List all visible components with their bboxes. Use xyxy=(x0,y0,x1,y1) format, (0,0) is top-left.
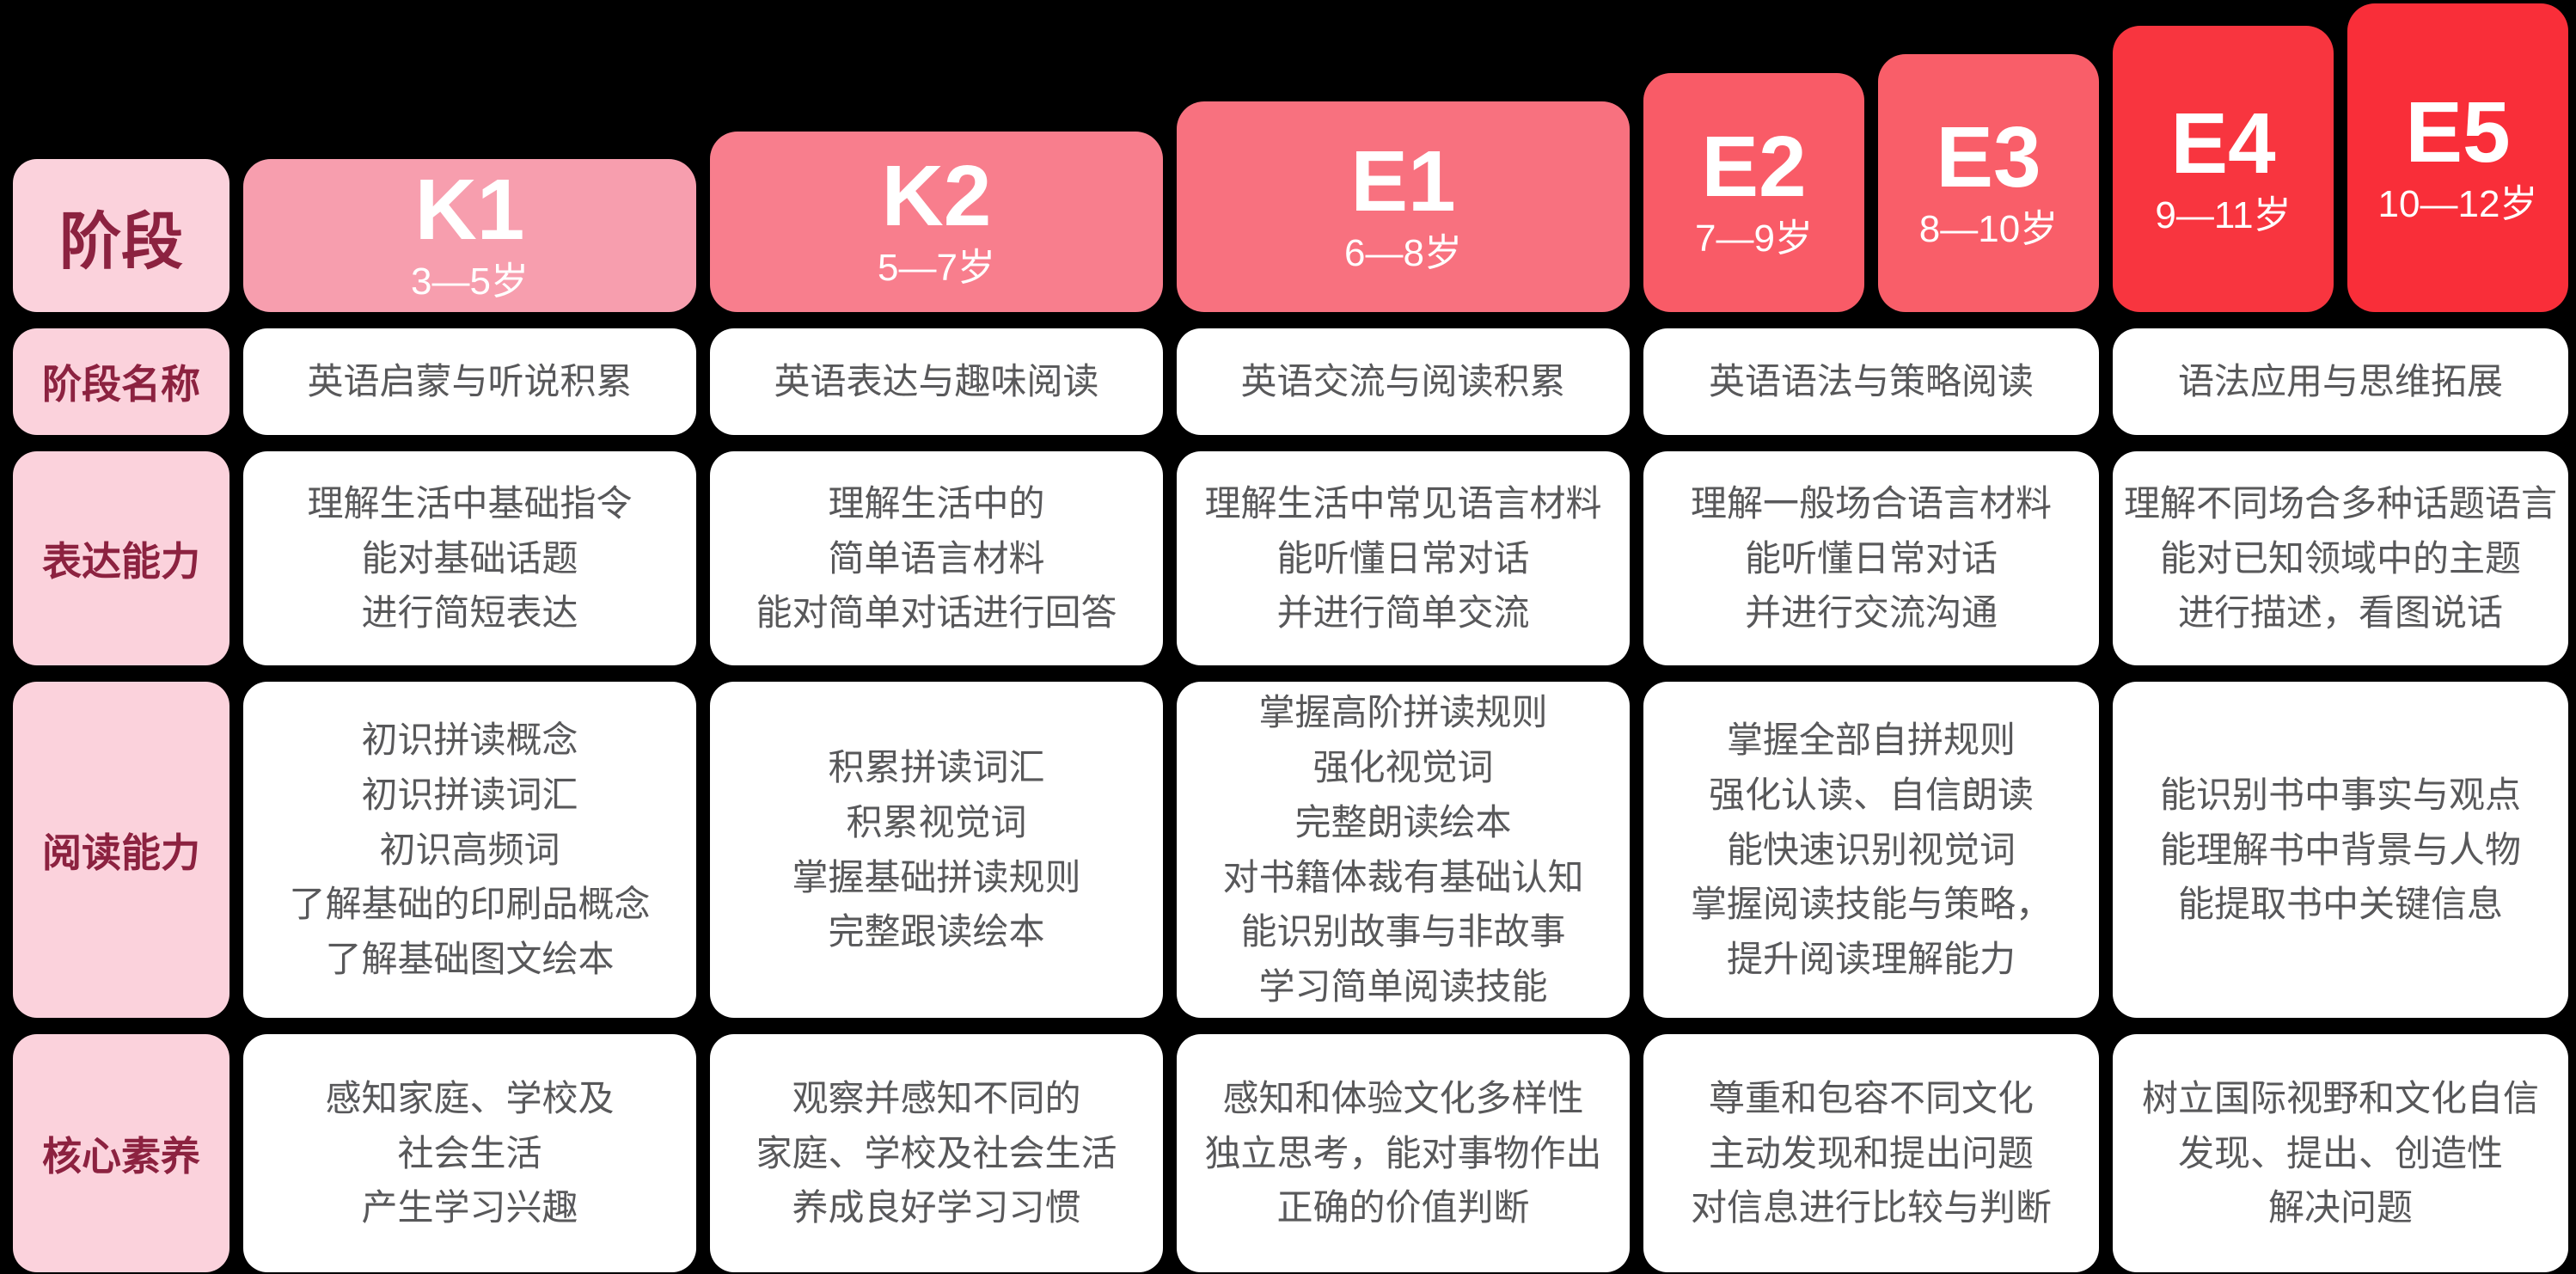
level-header-e4: E4 9—11岁 xyxy=(2113,26,2334,312)
cell-e2e3-reading: 掌握全部自拼规则 强化认读、自信朗读 能快速识别视觉词 掌握阅读技能与策略， 提… xyxy=(1643,682,2099,1018)
level-code: K1 xyxy=(414,162,525,259)
cell-k2-core: 观察并感知不同的 家庭、学校及社会生活 养成良好学习习惯 xyxy=(710,1034,1163,1272)
cell-e1-expression: 理解生活中常见语言材料 能听懂日常对话 并进行简单交流 xyxy=(1177,451,1630,665)
cell-k2-expression: 理解生活中的 简单语言材料 能对简单对话进行回答 xyxy=(710,451,1163,665)
level-code: E2 xyxy=(1701,119,1807,216)
level-header-k1: K1 3—5岁 xyxy=(243,159,696,312)
level-age: 9—11岁 xyxy=(2155,193,2291,236)
cell-k2-reading: 积累拼读词汇 积累视觉词 掌握基础拼读规则 完整跟读绘本 xyxy=(710,682,1163,1018)
level-code: E3 xyxy=(1936,109,2041,206)
cell-e1-core: 感知和体验文化多样性 独立思考，能对事物作出 正确的价值判断 xyxy=(1177,1034,1630,1272)
cell-k1-reading: 初识拼读概念 初识拼读词汇 初识高频词 了解基础的印刷品概念 了解基础图文绘本 xyxy=(243,682,696,1018)
row-label-reading: 阅读能力 xyxy=(13,682,229,1018)
level-age: 5—7岁 xyxy=(878,247,995,290)
level-code: E4 xyxy=(2170,95,2276,192)
level-code: E5 xyxy=(2405,83,2511,181)
row-label-stage-name: 阶段名称 xyxy=(13,328,229,435)
cell-k2-stage-name: 英语表达与趣味阅读 xyxy=(710,328,1163,435)
row-label-expression: 表达能力 xyxy=(13,451,229,665)
cell-e4e5-expression: 理解不同场合多种话题语言 能对已知领域中的主题 进行描述，看图说话 xyxy=(2113,451,2568,665)
cell-e1-reading: 掌握高阶拼读规则 强化视觉词 完整朗读绘本 对书籍体裁有基础认知 能识别故事与非… xyxy=(1177,682,1630,1018)
row-label-core: 核心素养 xyxy=(13,1034,229,1272)
cell-k1-core: 感知家庭、学校及 社会生活 产生学习兴趣 xyxy=(243,1034,696,1272)
cell-e4e5-reading: 能识别书中事实与观点 能理解书中背景与人物 能提取书中关键信息 xyxy=(2113,682,2568,1018)
level-age: 7—9岁 xyxy=(1695,217,1813,260)
level-header-e1: E1 6—8岁 xyxy=(1177,101,1630,312)
level-code: E1 xyxy=(1350,132,1456,230)
level-header-e5: E5 10—12岁 xyxy=(2347,3,2568,312)
cell-e2e3-stage-name: 英语语法与策略阅读 xyxy=(1643,328,2099,435)
cell-e4e5-core: 树立国际视野和文化自信 发现、提出、创造性 解决问题 xyxy=(2113,1034,2568,1272)
cell-e1-stage-name: 英语交流与阅读积累 xyxy=(1177,328,1630,435)
level-age: 3—5岁 xyxy=(411,260,529,303)
level-header-k2: K2 5—7岁 xyxy=(710,132,1163,312)
cell-k1-expression: 理解生活中基础指令 能对基础话题 进行简短表达 xyxy=(243,451,696,665)
level-header-e2: E2 7—9岁 xyxy=(1643,73,1864,312)
level-age: 8—10岁 xyxy=(1918,208,2059,251)
stage-header-label: 阶段 xyxy=(58,207,183,277)
cell-e4e5-stage-name: 语法应用与思维拓展 xyxy=(2113,328,2568,435)
cell-e2e3-core: 尊重和包容不同文化 主动发现和提出问题 对信息进行比较与判断 xyxy=(1643,1034,2099,1272)
stage-header-cell: 阶段 xyxy=(13,159,229,312)
level-age: 6—8岁 xyxy=(1344,231,1462,274)
level-header-e3: E3 8—10岁 xyxy=(1878,54,2099,312)
level-code: K2 xyxy=(881,148,992,245)
level-age: 10—12岁 xyxy=(2377,182,2538,225)
cell-e2e3-expression: 理解一般场合语言材料 能听懂日常对话 并进行交流沟通 xyxy=(1643,451,2099,665)
cell-k1-stage-name: 英语启蒙与听说积累 xyxy=(243,328,696,435)
